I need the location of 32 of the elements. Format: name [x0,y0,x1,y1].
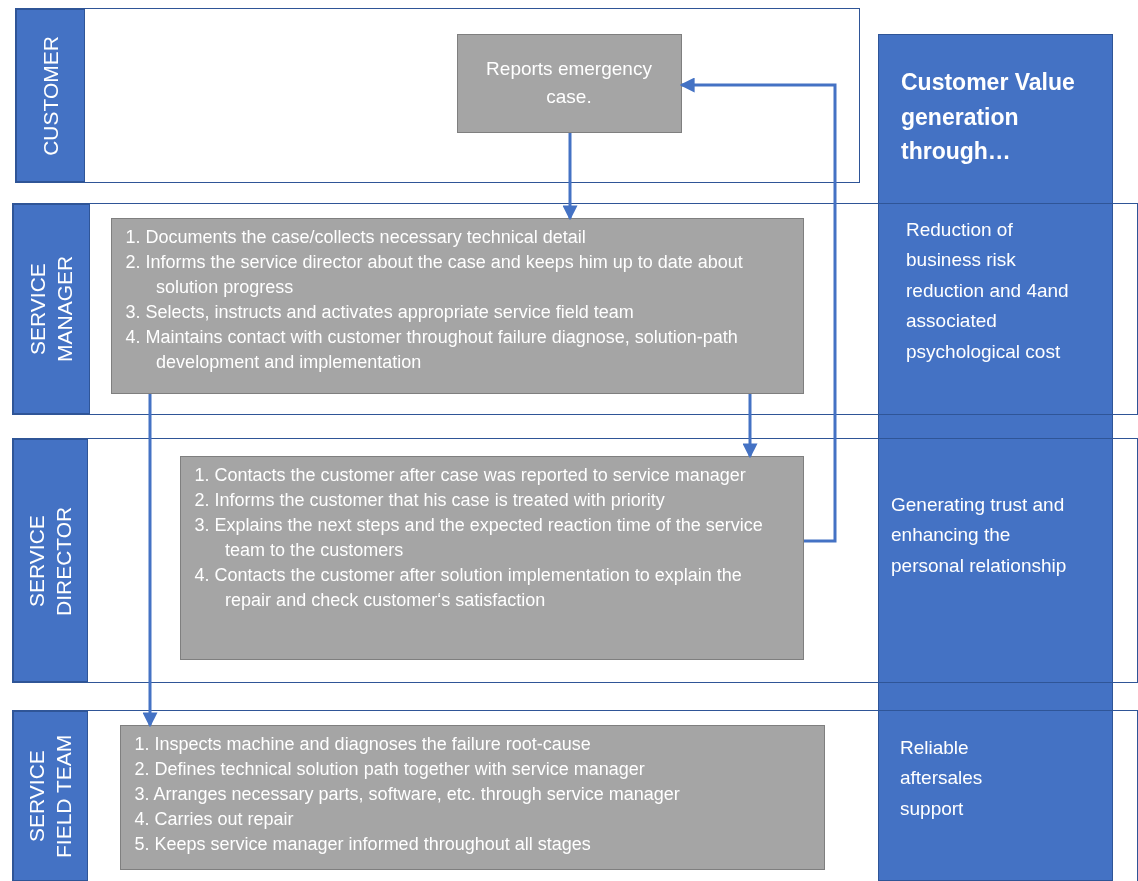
lane-title: CUSTOMER [37,35,63,156]
list-item: 3. Arranges necessary parts, software, etc. through service manager [134,782,681,806]
list-item: 2. Defines technical solution path together with service manager [134,757,646,781]
list-item: 1. Contacts the customer after case was reported to service manager [194,463,747,487]
swimlane [15,8,860,183]
arrow [742,394,758,459]
column-heading: Customer Value generation through… [901,68,1076,166]
list-item: 4. Maintains contact with customer throughout failure diagnose, solution-path development and implementation [125,326,739,375]
process-box [119,724,825,870]
value-text: Reduction of business risk reduction and 4and associated psychological cost [906,215,1071,367]
lane-title: SERVICE DIRECTOR [24,504,77,618]
lane-title: SERVICE FIELD TEAM [24,733,77,860]
list-item: 2. Informs the service director about the case and keeps him up to date about solution progress [125,250,744,299]
list-item: 3. Explains the next steps and the expected reaction time of the service team to the customers [194,513,764,563]
process-box [179,455,804,660]
process-box [110,217,804,394]
value-text: Generating trust and enhancing the personal relationship [891,490,1076,582]
list-item: 2. Informs the customer that his case is treated with priority [194,488,666,512]
list-item: 4. Contacts the customer after solution implementation to explain the repair and check customer‘s satisfaction [194,564,743,613]
process-box [456,33,682,133]
arrow [679,77,837,543]
list-item: 3. Selects, instructs and activates appropriate service field team [125,301,635,325]
list-item: 5. Keeps service manager informed throughout all stages [134,833,592,857]
list-item: 1. Inspects machine and diagnoses the failure root-cause [134,732,592,756]
arrow [562,133,578,221]
value-column [878,34,1113,881]
list-item: 4. Carries out repair [134,808,295,832]
process-text: Reports emergency case. [485,56,653,109]
lane-title: SERVICE MANAGER [25,254,78,365]
value-text: Reliable aftersales support [900,733,1030,825]
arrow [142,394,158,728]
list-item: 1. Documents the case/collects necessary technical detail [125,225,587,249]
